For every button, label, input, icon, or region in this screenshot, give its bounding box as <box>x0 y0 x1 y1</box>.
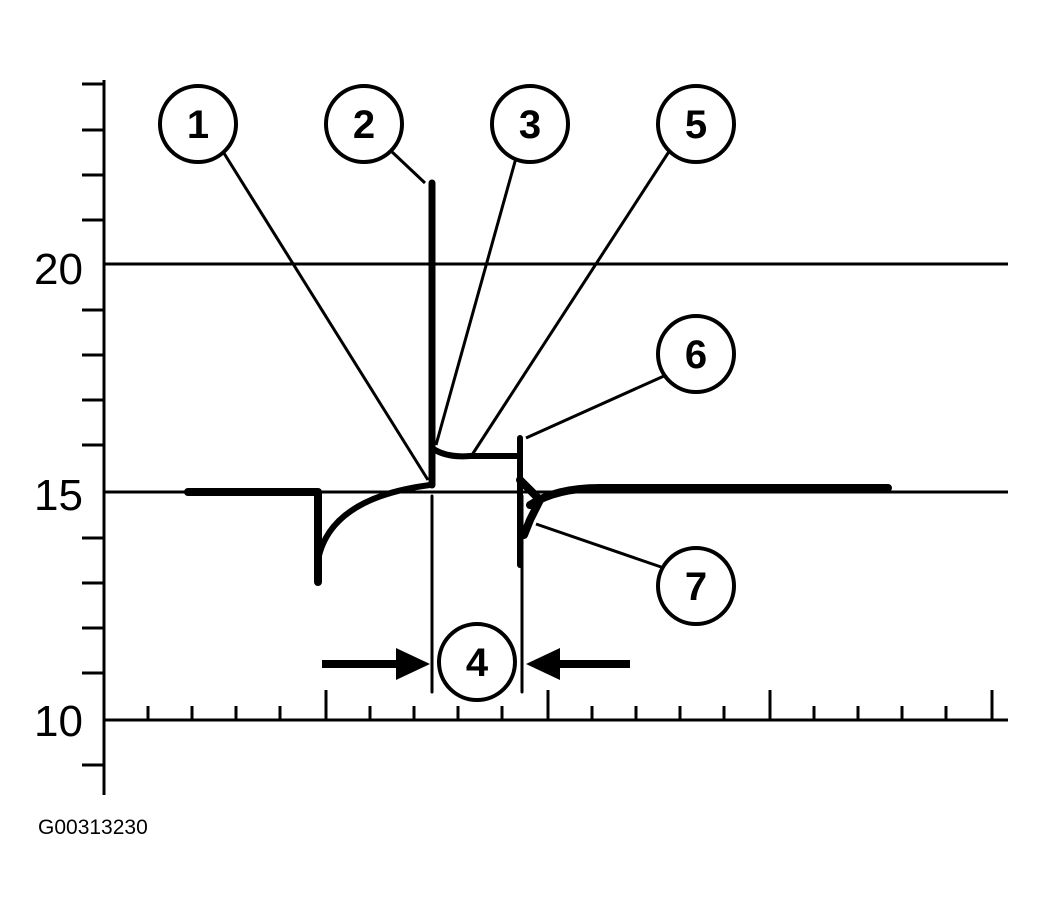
y-label-20: 20 <box>34 245 83 294</box>
callout-1: 1 <box>158 84 238 164</box>
callout-label: 1 <box>187 103 209 147</box>
callout-4: 4 <box>437 622 517 702</box>
interval-arrows <box>322 648 630 680</box>
callout-5: 5 <box>656 84 736 164</box>
x-axis-ticks <box>146 690 994 720</box>
callout-2: 2 <box>324 84 404 164</box>
callout-circle <box>656 314 736 394</box>
callout-circle <box>656 84 736 164</box>
leader-lines <box>220 148 672 570</box>
callout-label: 4 <box>466 641 489 685</box>
y-label-10: 10 <box>34 697 83 746</box>
y-label-15: 15 <box>34 471 83 520</box>
figure-id: G00313230 <box>38 816 148 839</box>
callout-circle <box>324 84 404 164</box>
waveform-trace <box>184 179 892 694</box>
callout-label: 3 <box>519 103 541 147</box>
callout-label: 2 <box>353 103 375 147</box>
callout-circle <box>490 84 570 164</box>
callout-7: 7 <box>656 546 736 626</box>
callout-label: 6 <box>685 333 707 377</box>
callout-circle <box>656 546 736 626</box>
callout-circle <box>437 622 517 702</box>
callout-label: 7 <box>685 565 707 609</box>
callout-label: 5 <box>685 103 707 147</box>
callout-3: 3 <box>490 84 570 164</box>
callout-circle <box>158 84 238 164</box>
callout-6: 6 <box>656 314 736 394</box>
y-axis-ticks <box>82 82 104 767</box>
